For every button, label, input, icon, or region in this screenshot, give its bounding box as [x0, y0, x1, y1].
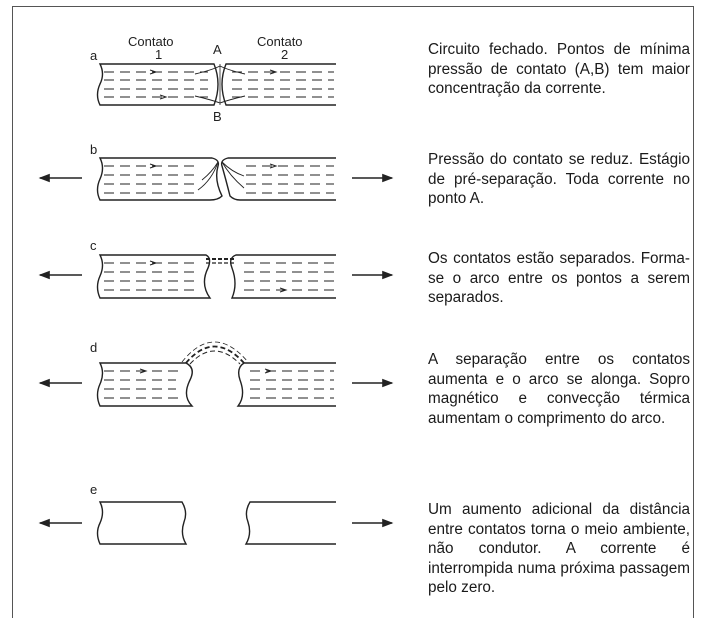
- stage-a-description: Circuito fechado. Pontos de mínima press…: [428, 41, 690, 97]
- stage-c-contacts: [38, 254, 394, 299]
- stage-d-letter: d: [90, 340, 97, 355]
- stage-d-contacts: [38, 341, 394, 407]
- stage-c-letter: c: [90, 238, 97, 253]
- contact-2-number: 2: [281, 47, 288, 62]
- stage-b-letter: b: [90, 142, 97, 157]
- contact-2-label: Contato: [257, 34, 303, 49]
- stage-c-description: Os contatos estão separados. Forma-se o …: [428, 250, 690, 306]
- contact-1-label: Contato: [128, 34, 174, 49]
- point-a-label: A: [213, 42, 222, 57]
- stage-e-description: Um aumento adicional da distância entre …: [428, 501, 690, 596]
- contact-1-number: 1: [155, 47, 162, 62]
- stage-d-description: A separação entre os contatos aumenta e …: [428, 351, 690, 427]
- point-b-label: B: [213, 109, 222, 124]
- stage-b-description: Pressão do contato se reduz. Estágio de …: [428, 151, 690, 207]
- stage-a-letter: a: [90, 48, 98, 63]
- figure-frame: [12, 6, 694, 618]
- stage-b-contacts: [38, 157, 394, 201]
- stage-a-contacts: [96, 63, 336, 106]
- stage-e-letter: e: [90, 482, 97, 497]
- stage-e-contacts: [38, 501, 394, 545]
